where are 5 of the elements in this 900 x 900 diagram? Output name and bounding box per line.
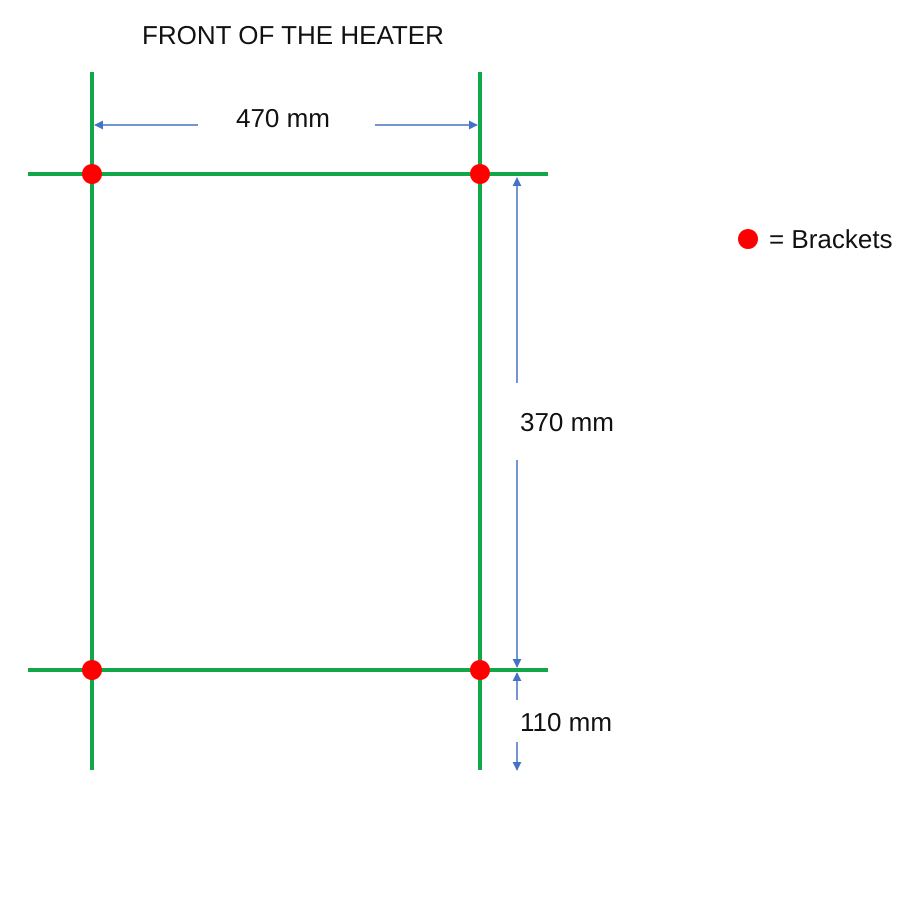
dimension-label: 110 mm: [520, 707, 612, 737]
dimension-label: 470 mm: [236, 103, 330, 133]
dimension-label: 370 mm: [520, 407, 614, 437]
legend-label: = Brackets: [769, 224, 893, 254]
heading: FRONT OF THE HEATER: [142, 20, 444, 50]
